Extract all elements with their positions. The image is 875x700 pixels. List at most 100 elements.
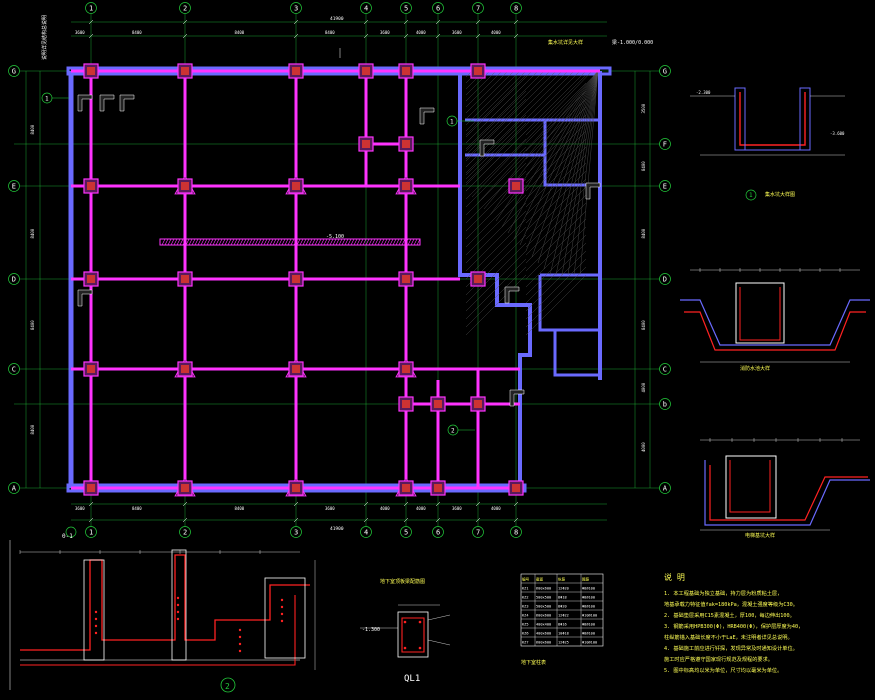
axis-bubble-E: [8, 180, 20, 192]
dim-bottom-0: 3600: [75, 506, 85, 511]
hatch-tick: [263, 238, 268, 246]
rebar-dot: [94, 610, 98, 614]
column-core: [512, 182, 520, 190]
hatch-tick: [392, 238, 397, 246]
detail-5-level: -1.300: [362, 627, 380, 633]
hatch-line: [465, 70, 545, 150]
dim-tick: [363, 501, 369, 507]
rebar-dot: [94, 617, 98, 621]
detail-5-title: QL1: [404, 674, 420, 684]
table-cell: KZ3: [522, 605, 529, 609]
hatch-line: [525, 226, 587, 288]
table-cell: 500x500: [536, 596, 551, 600]
column-core: [474, 400, 482, 408]
column-core: [362, 67, 370, 75]
hatch-line: [465, 114, 527, 176]
rebar-dot: [403, 620, 407, 624]
detail-3-title: 电梯基坑大样: [745, 532, 775, 539]
column-core: [402, 400, 410, 408]
hatched-zone: [465, 70, 599, 336]
hatch-tick: [398, 238, 403, 246]
detail-1-number: 1: [749, 192, 753, 199]
rebar-dot: [418, 620, 422, 624]
rebar-dot: [94, 631, 98, 635]
wall-top: [66, 66, 612, 76]
d4-wall-2: [171, 549, 187, 661]
dim-tick: [403, 19, 409, 25]
hatch-tick: [413, 238, 418, 246]
notes-line-1: 1. 本工程基础为独立基础，持力层为粉质粘土层，: [664, 589, 782, 597]
hatch-tick: [302, 238, 307, 246]
hatch-tick: [161, 238, 166, 246]
hatch-line: [465, 90, 527, 152]
column-core: [474, 67, 482, 75]
table-cell: KZ6: [522, 632, 529, 636]
hatch-tick: [341, 238, 346, 246]
column-core: [402, 67, 410, 75]
hatch-tick: [200, 238, 205, 246]
dim-top-3: 8400: [325, 30, 335, 35]
hatch-line: [525, 234, 587, 296]
hatch-line: [465, 70, 557, 162]
axis-bubble-6: [432, 526, 444, 538]
hatch-tick: [329, 238, 334, 246]
column-pads: 112: [41, 48, 601, 497]
detail-sump-pit: -2.300-3.600: [690, 87, 845, 201]
axis-label-C: C: [663, 366, 667, 374]
table-cell: Φ10@100: [582, 614, 597, 618]
rebar-dot: [403, 646, 407, 650]
dim-tick: [403, 501, 409, 507]
axis-bubble-4: [360, 526, 372, 538]
hatch-tick: [212, 238, 217, 246]
hatch-tick: [203, 238, 208, 246]
axis-bubble-A: [659, 482, 671, 494]
table-cell: 400x600: [536, 632, 551, 636]
hatch-tick: [215, 238, 220, 246]
hatch-line: [525, 138, 587, 200]
axis-label-G: G: [663, 68, 667, 76]
dim-top-6: 3600: [452, 30, 462, 35]
dim-tick: [88, 517, 94, 523]
detail-fire-pool: [680, 268, 870, 363]
hatch-line: [465, 202, 527, 264]
column-core: [181, 182, 189, 190]
hatch-tick: [350, 238, 355, 246]
axis-label-3: 3: [294, 529, 298, 537]
hatch-line: [465, 70, 527, 132]
hatch-tick: [218, 238, 223, 246]
notes-line-2: 地基承载力特征值fak=180kPa，混凝土强度等级为C30。: [664, 600, 798, 608]
hatch-tick: [299, 238, 304, 246]
column-core: [87, 275, 95, 283]
table-cell: 12Φ25: [558, 641, 569, 645]
column-core: [512, 484, 520, 492]
hatch-line: [525, 70, 599, 252]
table-cell: 10Φ18: [558, 632, 569, 636]
hatch-line: [525, 90, 587, 152]
column-core: [292, 365, 300, 373]
table-cell: Φ8@100: [582, 632, 595, 636]
column-core: [402, 275, 410, 283]
top-right-note: 梁-1.000/0.000: [612, 39, 653, 46]
hatch-tick: [401, 238, 406, 246]
hatch-line: [525, 194, 587, 256]
hatch-line: [549, 70, 599, 276]
hatch-tick: [416, 238, 421, 246]
axis-bubble-F: [659, 138, 671, 150]
section-bubble-label: 2: [451, 428, 455, 435]
hatch-line: [525, 242, 587, 304]
axis-bubble-8: [510, 2, 522, 14]
table-cell: 600x600: [536, 587, 551, 591]
hatch-line: [489, 70, 599, 216]
rebar-dot: [94, 624, 98, 628]
column-core: [87, 182, 95, 190]
rebar-dot: [176, 610, 180, 614]
hatched-beam: [159, 238, 421, 246]
hatch-line: [465, 130, 527, 192]
hatch-tick: [257, 238, 262, 246]
d3-box: [725, 455, 777, 519]
hatch-line: [465, 162, 527, 224]
axis-label-1: 1: [89, 5, 93, 13]
column-core: [181, 365, 189, 373]
hatch-line: [525, 218, 587, 280]
